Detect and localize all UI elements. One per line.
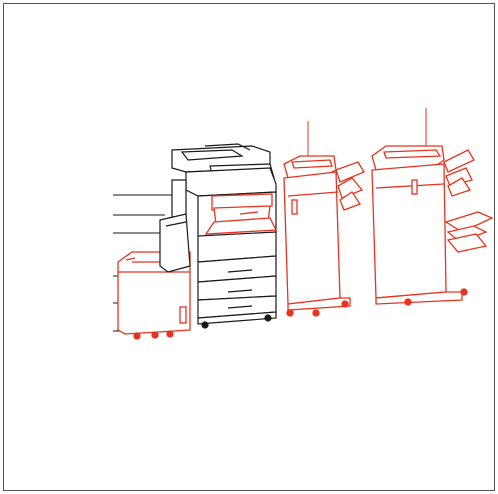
center-output-tray xyxy=(204,193,278,235)
finisher-unit-standalone xyxy=(371,145,494,306)
finisher-unit-attached xyxy=(283,155,365,317)
finisher-callout-lines xyxy=(307,108,427,160)
figure-border xyxy=(3,3,495,491)
